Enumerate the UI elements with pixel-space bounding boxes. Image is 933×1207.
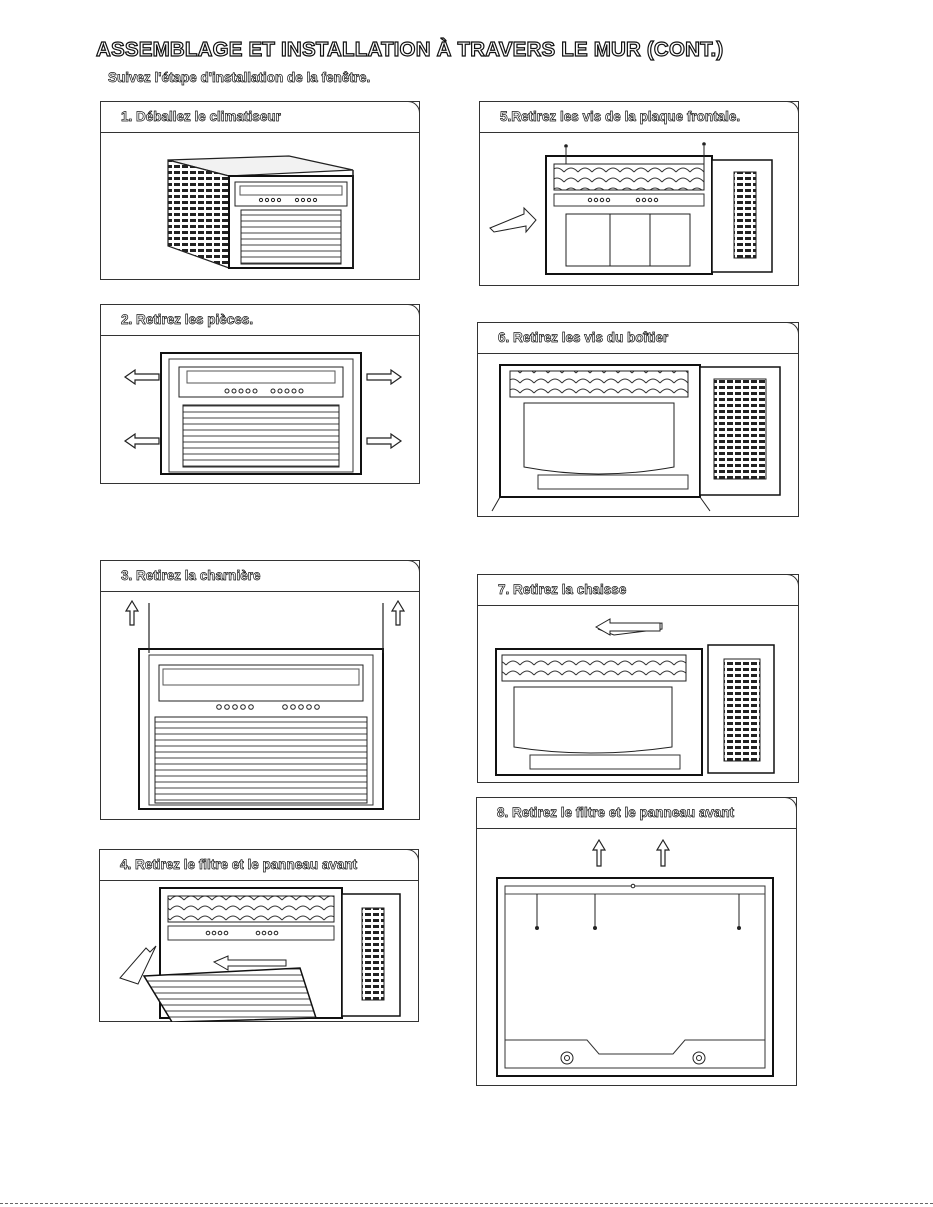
page-subtitle: Suivez l'étape d'installation de la fenê… [108,70,371,86]
step-3-panel: 3. Retirez la charnière [100,560,420,820]
step-1-title: 1. Déballez le climatiseur [121,109,282,125]
step-5-panel: 5.Retirez les vis de la plaque frontale. [479,101,799,286]
step-8-illustration [496,838,774,1077]
step-4-panel: 4. Retirez le filtre et le panneau avant [99,849,419,1022]
step-3-title: 3. Retirez la charnière [121,568,261,584]
step-4-title: 4. Retirez le filtre et le panneau avant [120,857,358,873]
step-5-title: 5.Retirez les vis de la plaque frontale. [500,109,741,125]
step-6-title: 6. Retirez les vis du boîtier [498,330,669,346]
step-6-panel: 6. Retirez les vis du boîtier [477,322,799,517]
step-7-panel: 7. Retirez la chaisse [477,574,799,783]
step-8-title: 8. Retirez le filtre et le panneau avant [497,805,735,821]
step-7-illustration [495,618,775,776]
step-2-panel: 2. Retirez les pièces. [100,304,420,484]
step-1-illustration [167,155,354,269]
step-2-title: 2. Retirez les pièces. [121,312,254,328]
page-title: ASSEMBLAGE ET INSTALLATION À TRAVERS LE … [95,37,724,61]
step-4-illustration [119,887,401,1022]
page-bottom-rule [0,1203,933,1204]
step-5-illustration [489,142,773,275]
step-8-panel: 8. Retirez le filtre et le panneau avant [476,797,797,1086]
step-3-illustration [124,599,406,810]
step-7-title: 7. Retirez la chaisse [498,582,627,598]
step-1-panel: 1. Déballez le climatiseur [100,101,420,280]
step-6-illustration [491,364,781,512]
step-2-illustration [123,352,403,475]
